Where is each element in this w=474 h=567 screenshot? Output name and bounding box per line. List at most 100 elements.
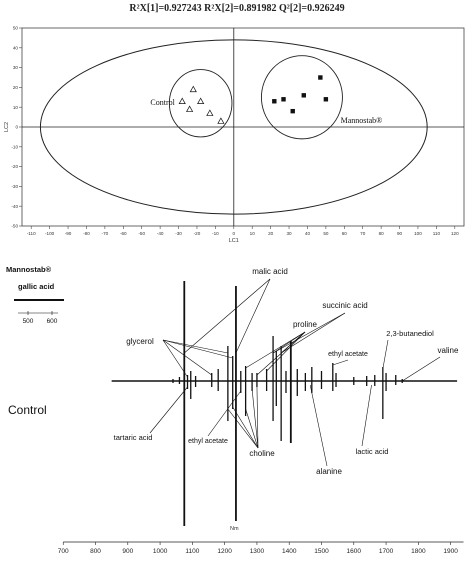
mannostab-sample-point xyxy=(272,99,277,104)
compound-label: ethyl acetate xyxy=(188,438,228,445)
compound-leader-line xyxy=(251,388,259,449)
score-y-tick-label: 20 xyxy=(13,85,19,90)
loading-spectrum xyxy=(111,281,458,526)
score-x-tick-label: 70 xyxy=(360,231,366,236)
mannostab-sample-point xyxy=(290,108,295,114)
control-sample-point xyxy=(189,85,197,93)
wavenumber-axis-label: Nm xyxy=(230,526,239,532)
wavenumber-tick-label: 1300 xyxy=(250,548,265,555)
score-y-tick-label: 10 xyxy=(13,105,19,110)
mannostab-group-ellipse xyxy=(260,55,343,140)
mannostab-sample-point xyxy=(323,97,329,102)
mannostab-sample-point xyxy=(281,97,286,102)
control-group-ellipse xyxy=(168,69,233,138)
compound-leader-line xyxy=(309,384,328,467)
compound-leader-line xyxy=(272,331,306,354)
mannostab-sample-point xyxy=(301,93,306,98)
score-y-tick-label: -30 xyxy=(11,184,18,189)
compound-leader-line xyxy=(227,408,259,449)
compound-label: glycerol xyxy=(126,337,154,346)
score-plot-points xyxy=(178,75,329,124)
control-side-label: Control xyxy=(8,403,47,417)
compound-label: tartaric acid xyxy=(114,433,153,442)
compound-label: ethyl acetate xyxy=(328,351,368,358)
compound-leader-line xyxy=(280,312,346,354)
score-x-tick-label: 20 xyxy=(268,231,274,236)
compound-label: 2,3-butanediol xyxy=(386,329,434,338)
score-y-tick-label: -40 xyxy=(11,204,18,209)
compound-leader-line xyxy=(162,339,188,378)
compound-leader-line xyxy=(402,356,441,382)
scale-bar-label: gallic acid xyxy=(18,282,55,291)
wavenumber-tick-label: 1100 xyxy=(185,548,199,555)
compound-label: choline xyxy=(249,449,275,458)
compound-leader-line xyxy=(361,384,372,447)
compound-leader-line xyxy=(184,278,271,354)
wavenumber-tick-label: 900 xyxy=(122,548,133,555)
compound-leader-line xyxy=(280,331,306,354)
score-x-tick-label: -80 xyxy=(83,231,90,236)
wavenumber-tick-label: 700 xyxy=(58,548,69,555)
score-y-tick-label: 50 xyxy=(13,26,19,31)
wavenumber-tick-label: 1600 xyxy=(347,548,362,555)
compound-leader-line xyxy=(162,339,228,354)
score-x-tick-label: 40 xyxy=(305,231,311,236)
score-x-tick-label: -30 xyxy=(175,231,182,236)
model-statistics: R²X[1]=0.927243 R²X[2]=0.891982 Q²[2]=0.… xyxy=(129,3,344,14)
compound-leader-line xyxy=(256,384,259,449)
score-x-tick-label: 90 xyxy=(397,231,403,236)
wavenumber-tick-label: 1400 xyxy=(282,548,297,555)
score-y-tick-label: -50 xyxy=(11,224,18,229)
score-x-tick-label: -50 xyxy=(138,231,145,236)
score-x-tick-label: 80 xyxy=(379,231,385,236)
loading-legend-title: Mannostab® xyxy=(6,265,52,274)
compound-leader-line xyxy=(382,339,389,370)
score-x-tick-label: -40 xyxy=(157,231,164,236)
score-y-tick-label: -20 xyxy=(11,164,18,169)
compound-label: succinic acid xyxy=(322,301,367,310)
scale-bar-tick-label: 600 xyxy=(47,318,58,325)
score-x-tick-label: 110 xyxy=(433,231,441,236)
score-x-tick-label: 50 xyxy=(323,231,329,236)
wavenumber-tick-label: 1900 xyxy=(443,548,458,555)
compound-leader-line xyxy=(272,312,346,354)
mannostab-sample-point xyxy=(318,75,323,80)
compound-leader-line xyxy=(266,331,306,372)
control-sample-point xyxy=(206,109,214,116)
score-y-tick-label: -10 xyxy=(11,144,18,149)
wavenumber-tick-label: 1800 xyxy=(411,548,426,555)
score-plot-y-label: LC2 xyxy=(4,122,10,132)
compound-leader-line xyxy=(162,339,212,376)
wavenumber-tick-label: 800 xyxy=(90,548,101,555)
compound-label: lactic acid xyxy=(356,447,389,456)
control-sample-point xyxy=(217,117,225,124)
score-x-tick-label: -20 xyxy=(194,231,201,236)
score-x-tick-label: 120 xyxy=(451,231,459,236)
wavenumber-tick-label: 1200 xyxy=(217,548,232,555)
score-x-tick-label: 10 xyxy=(250,231,256,236)
compound-leader-line xyxy=(149,386,188,434)
control-group-label: Control xyxy=(150,98,175,107)
control-sample-point xyxy=(178,97,186,105)
control-sample-point xyxy=(185,105,194,112)
score-x-tick-label: -100 xyxy=(45,231,55,236)
score-y-tick-label: 40 xyxy=(13,45,19,50)
compound-label: malic acid xyxy=(252,267,288,276)
score-x-tick-label: -70 xyxy=(102,231,109,236)
score-x-tick-label: -60 xyxy=(120,231,127,236)
score-x-tick-label: -90 xyxy=(65,231,72,236)
scale-bar-tick-label: 500 xyxy=(23,318,34,325)
compound-label: alanine xyxy=(316,467,342,476)
wavenumber-tick-label: 1500 xyxy=(314,548,329,555)
score-x-tick-label: 60 xyxy=(342,231,348,236)
mannostab-group-label: Mannostab® xyxy=(341,116,383,125)
score-x-tick-label: 100 xyxy=(414,231,422,236)
compound-label: valine xyxy=(438,346,459,355)
score-y-tick-label: 0 xyxy=(15,125,18,130)
